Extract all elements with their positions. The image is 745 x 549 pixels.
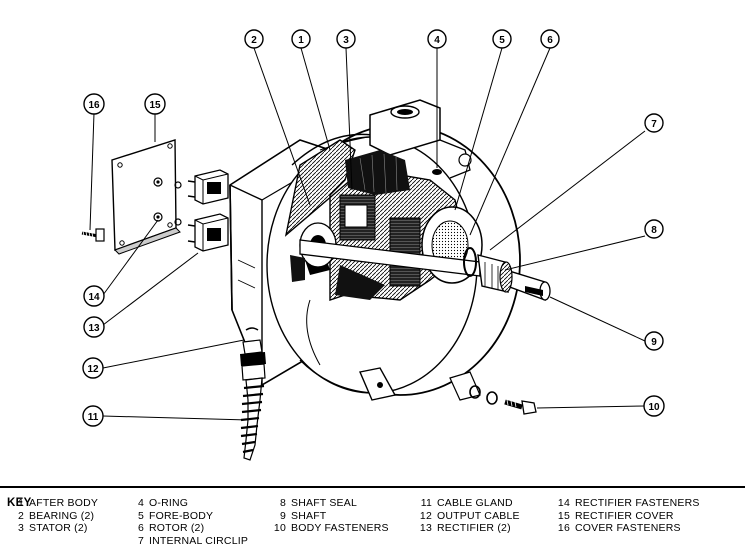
output-cable	[240, 377, 265, 461]
o-ring	[432, 169, 442, 175]
svg-text:16: 16	[88, 100, 100, 111]
svg-text:14: 14	[88, 292, 100, 303]
callout-15: 15	[144, 93, 166, 115]
svg-text:6: 6	[547, 35, 553, 46]
svg-text:1: 1	[298, 35, 304, 46]
callout-11: 11	[82, 405, 104, 427]
callout-2: 2	[244, 29, 264, 49]
rectifier-upper	[187, 169, 229, 205]
body-fasteners	[469, 385, 537, 415]
callout-4: 4	[427, 29, 447, 49]
rectifier-cover	[111, 139, 181, 255]
cover-fastener-screw	[81, 228, 105, 242]
svg-text:13: 13	[88, 323, 100, 334]
cable-gland	[240, 327, 266, 381]
svg-text:3: 3	[343, 35, 349, 46]
svg-text:12: 12	[87, 364, 99, 375]
callout-9: 9	[644, 331, 664, 351]
callout-6: 6	[540, 29, 560, 49]
key-title: KEY	[7, 497, 32, 509]
callout-14: 14	[83, 285, 105, 307]
svg-text:4: 4	[434, 35, 440, 46]
internal-circlip	[463, 247, 477, 277]
rectifier-lower	[187, 213, 229, 252]
callout-7: 7	[644, 113, 664, 133]
svg-text:8: 8	[651, 225, 657, 236]
svg-text:15: 15	[149, 100, 161, 111]
svg-text:7: 7	[651, 119, 657, 130]
svg-text:9: 9	[651, 337, 657, 348]
callout-13: 13	[83, 316, 105, 338]
svg-text:5: 5	[499, 35, 505, 46]
callout-8: 8	[644, 219, 664, 239]
svg-text:2: 2	[251, 35, 257, 46]
callout-3: 3	[336, 29, 356, 49]
key-divider	[0, 486, 745, 488]
leader-lines	[89, 47, 646, 421]
callout-12: 12	[82, 357, 104, 379]
callout-10: 10	[643, 395, 665, 417]
svg-text:10: 10	[648, 402, 660, 413]
rectifier-fasteners	[153, 177, 182, 226]
callout-16: 16	[83, 93, 105, 115]
callout-1: 1	[291, 29, 311, 49]
svg-text:11: 11	[88, 412, 99, 423]
callout-5: 5	[492, 29, 512, 49]
